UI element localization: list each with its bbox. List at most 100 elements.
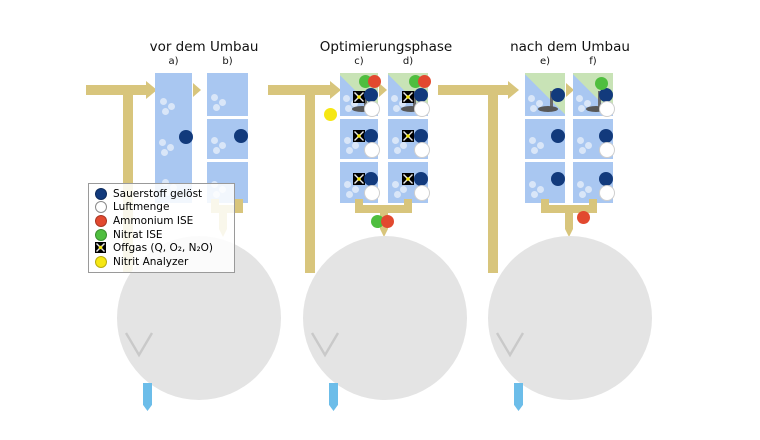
intercolumn-arrow-icon (379, 83, 387, 97)
air-bubble (159, 139, 166, 146)
air-bubble (160, 98, 167, 105)
air-flow-icon (364, 101, 380, 117)
influent-pipe (268, 85, 330, 95)
air-bubble (211, 137, 218, 144)
legend-ammonium-icon (95, 215, 107, 228)
tank-cell (388, 119, 430, 159)
oxygen-sensor-icon (551, 129, 565, 143)
air-bubble (531, 191, 538, 198)
air-bubble (400, 142, 407, 149)
stirrer-icon (538, 106, 558, 112)
air-bubble (537, 142, 544, 149)
air-bubble (219, 142, 226, 149)
phase-title: Optimierungsphase (319, 39, 453, 55)
air-flow-icon (599, 185, 615, 201)
clarifier-v-mark-icon (495, 332, 525, 358)
air-bubble (536, 100, 543, 107)
clarifier-circle (488, 236, 652, 400)
effluent-pipe (514, 383, 523, 411)
air-bubble (162, 179, 169, 186)
air-bubble (394, 191, 401, 198)
air-bubble (579, 147, 586, 154)
intercolumn-arrow-icon (193, 83, 201, 97)
nitrate-ise-icon (594, 76, 608, 90)
ammonium-ise-icon (367, 74, 381, 88)
ammonium-ise-icon (417, 74, 431, 88)
collector-stub-pipe (404, 199, 412, 206)
air-bubble (344, 181, 351, 188)
air-bubble (577, 181, 584, 188)
clarifier-v-mark-icon (310, 332, 340, 358)
air-bubble (162, 108, 169, 115)
return-pipe (305, 94, 315, 273)
tank-cell (207, 119, 248, 159)
column-label: b) (222, 56, 233, 67)
legend-nitrit-icon (95, 256, 107, 269)
clarifier-circle (303, 236, 467, 400)
legend-item-label: Nitrat ISE (113, 228, 163, 241)
influent-arrow-icon (330, 81, 341, 99)
tank-cell (573, 119, 615, 159)
air-bubble (168, 103, 175, 110)
intercolumn-arrow-icon (566, 83, 574, 97)
legend-item: Nitrat ISE (95, 228, 228, 241)
ammonium-ise-icon (576, 210, 590, 224)
legend-nitrate-icon (95, 228, 107, 241)
air-flow-icon (414, 185, 430, 201)
collector-pipe (541, 205, 597, 213)
legend-item: Offgas (Q, O₂, N₂O) (95, 242, 228, 255)
oxygen-sensor-icon (414, 129, 428, 143)
oxygen-sensor-icon (364, 88, 378, 102)
tank-cell (388, 162, 430, 203)
air-flow-icon (599, 101, 615, 117)
air-bubble (213, 147, 220, 154)
oxygen-sensor-icon (364, 129, 378, 143)
oxygen-sensor-icon (551, 88, 565, 102)
tank-cell (388, 73, 431, 117)
tank-cell (573, 162, 615, 203)
offgas-sensor-icon (353, 130, 365, 142)
air-bubble (394, 147, 401, 154)
column-label: c) (354, 56, 364, 67)
legend-item-label: Offgas (Q, O₂, N₂O) (113, 242, 214, 255)
air-bubble (219, 99, 226, 106)
influent-arrow-icon (508, 81, 519, 99)
tank-cell (525, 162, 565, 203)
air-bubble (211, 94, 218, 101)
air-bubble (579, 191, 586, 198)
oxygen-sensor-icon (364, 172, 378, 186)
offgas-sensor-icon (402, 173, 414, 185)
air-bubble (343, 95, 350, 102)
ammonium-ise-icon (380, 214, 394, 228)
air-bubble (576, 95, 583, 102)
air-flow-icon (364, 142, 380, 158)
column-label: e) (539, 56, 551, 67)
stirrer-icon (598, 91, 601, 109)
air-bubble (391, 95, 398, 102)
air-bubble (393, 105, 400, 112)
air-bubble (344, 137, 351, 144)
offgas-sensor-icon (353, 173, 365, 185)
stirrer-icon (413, 91, 416, 109)
air-flow-icon (414, 101, 430, 117)
tank-cell (340, 73, 381, 117)
oxygen-sensor-icon (414, 172, 428, 186)
tank-cell (573, 73, 615, 117)
effluent-pipe (143, 383, 152, 411)
oxygen-sensor-icon (179, 130, 193, 144)
tank-cell (340, 119, 380, 159)
air-bubble (531, 147, 538, 154)
column-label: a) (168, 56, 179, 67)
air-bubble (346, 147, 353, 154)
tank-cell (525, 119, 565, 159)
air-bubble (530, 105, 537, 112)
return-pipe (488, 94, 498, 273)
air-bubble (346, 191, 353, 198)
column-label: f) (589, 56, 597, 67)
collector-downpipe-tip (565, 229, 573, 237)
nitrate-ise-icon (370, 214, 384, 228)
legend-item-label: Nitrit Analyzer (113, 256, 189, 269)
legend-item: Luftmenge (95, 201, 228, 214)
